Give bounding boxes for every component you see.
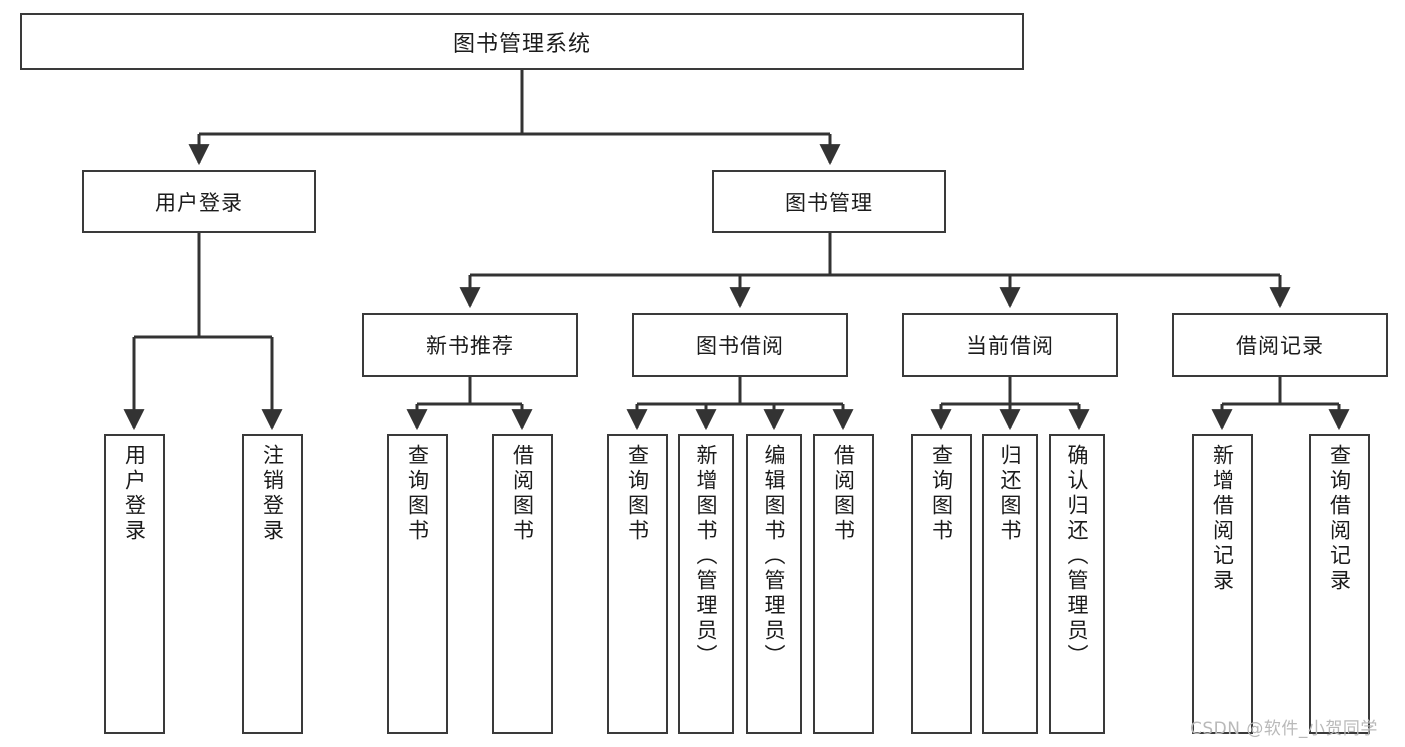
node-leaf-borrow-book-2-label: 借阅图书 [831, 444, 856, 544]
node-leaf-add-record-label: 新增借阅记录 [1210, 444, 1235, 594]
node-leaf-borrow-book-1[interactable]: 借阅图书 [492, 434, 553, 734]
node-leaf-add-book[interactable]: 新增图书（管理员） [678, 434, 734, 734]
node-leaf-query-book-2[interactable]: 查询图书 [607, 434, 668, 734]
node-leaf-query-record-label: 查询借阅记录 [1327, 444, 1352, 594]
node-user-login[interactable]: 用户登录 [82, 170, 316, 233]
node-leaf-confirm-return[interactable]: 确认归还（管理员） [1049, 434, 1105, 734]
node-new-book-recommend-label: 新书推荐 [426, 334, 514, 358]
node-current-borrow-label: 当前借阅 [966, 334, 1054, 358]
node-book-borrow-label: 图书借阅 [696, 334, 784, 358]
node-user-login-label: 用户登录 [155, 190, 243, 215]
node-leaf-confirm-return-label: 确认归还（管理员） [1065, 444, 1090, 669]
node-leaf-return-book[interactable]: 归还图书 [982, 434, 1038, 734]
node-root-label: 图书管理系统 [452, 31, 591, 57]
node-leaf-query-book-2-label: 查询图书 [625, 444, 650, 544]
node-book-manage[interactable]: 图书管理 [712, 170, 946, 233]
node-leaf-return-book-label: 归还图书 [998, 444, 1023, 544]
node-borrow-record[interactable]: 借阅记录 [1172, 313, 1388, 377]
node-leaf-query-book-1-label: 查询图书 [405, 444, 430, 544]
node-borrow-record-label: 借阅记录 [1236, 334, 1324, 358]
node-leaf-query-record[interactable]: 查询借阅记录 [1309, 434, 1370, 734]
node-book-borrow[interactable]: 图书借阅 [632, 313, 848, 377]
node-root[interactable]: 图书管理系统 [20, 13, 1024, 70]
node-leaf-edit-book-label: 编辑图书（管理员） [762, 444, 787, 669]
node-current-borrow[interactable]: 当前借阅 [902, 313, 1118, 377]
node-leaf-user-logout[interactable]: 注销登录 [242, 434, 303, 734]
node-leaf-user-login[interactable]: 用户登录 [104, 434, 165, 734]
node-leaf-borrow-book-1-label: 借阅图书 [510, 444, 535, 544]
node-leaf-add-book-label: 新增图书（管理员） [694, 444, 719, 669]
node-book-manage-label: 图书管理 [785, 190, 873, 215]
node-leaf-query-book-1[interactable]: 查询图书 [387, 434, 448, 734]
node-leaf-query-book-3-label: 查询图书 [929, 444, 954, 544]
node-new-book-recommend[interactable]: 新书推荐 [362, 313, 578, 377]
node-leaf-query-book-3[interactable]: 查询图书 [911, 434, 972, 734]
node-leaf-edit-book[interactable]: 编辑图书（管理员） [746, 434, 802, 734]
node-leaf-borrow-book-2[interactable]: 借阅图书 [813, 434, 874, 734]
node-leaf-user-logout-label: 注销登录 [260, 444, 285, 544]
node-leaf-user-login-label: 用户登录 [122, 444, 147, 544]
node-leaf-add-record[interactable]: 新增借阅记录 [1192, 434, 1253, 734]
